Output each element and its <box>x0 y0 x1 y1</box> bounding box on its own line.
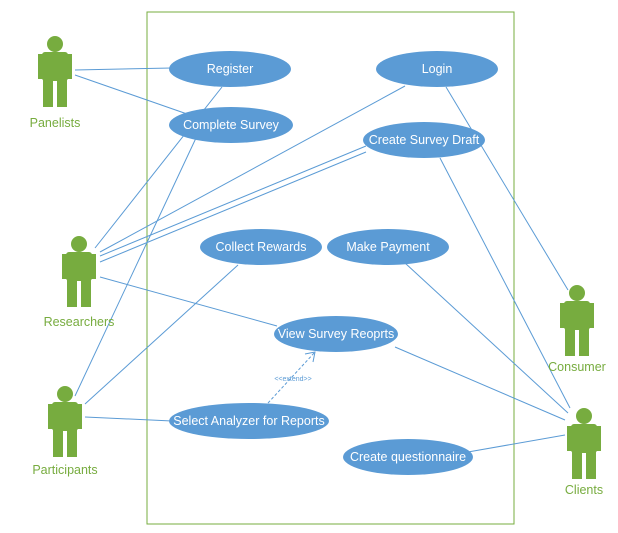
usecase-make-payment[interactable]: Make Payment <box>327 229 449 265</box>
associations <box>74 67 571 453</box>
assoc-researchers-view-reports <box>99 276 278 327</box>
assoc-consumer-login <box>445 86 569 291</box>
actor-clients[interactable]: Clients <box>565 408 603 497</box>
usecase-select-analyzer[interactable]: Select Analyzer for Reports <box>169 403 329 439</box>
usecase-create-questionnaire[interactable]: Create questionnaire <box>343 439 473 475</box>
clients-figure-icon <box>567 408 601 479</box>
usecase-view-survey-reports[interactable]: View Survey Reoprts <box>274 316 398 352</box>
assoc-clients-make-payment <box>404 262 569 414</box>
usecase-complete-survey[interactable]: Complete Survey <box>169 107 293 143</box>
actor-panelists[interactable]: Panelists <box>30 36 81 130</box>
usecase-create-survey-draft[interactable]: Create Survey Draft <box>363 122 485 158</box>
usecase-collect-rewards-label: Collect Rewards <box>215 240 306 254</box>
actor-participants[interactable]: Participants <box>32 386 98 477</box>
consumer-figure-icon <box>560 285 594 356</box>
use-cases: Register Login Complete Survey Create Su… <box>169 51 498 475</box>
extend-arrow-line <box>267 351 316 404</box>
assoc-clients-view-reports <box>394 346 566 421</box>
usecase-view-survey-reports-label: View Survey Reoprts <box>278 327 395 341</box>
usecase-login[interactable]: Login <box>376 51 498 87</box>
assoc-clients-create-questionnaire <box>467 434 566 453</box>
actor-researchers[interactable]: Researchers <box>44 236 115 329</box>
panelists-figure-icon <box>38 36 72 107</box>
consumer-label: Consumer <box>548 360 606 374</box>
assoc-clients-create-survey-draft <box>439 157 571 409</box>
participants-figure-icon <box>48 386 82 457</box>
panelists-label: Panelists <box>30 116 81 130</box>
usecase-make-payment-label: Make Payment <box>346 240 430 254</box>
participants-label: Participants <box>32 463 97 477</box>
assoc-researchers-create-survey-draft <box>99 145 367 257</box>
usecase-create-survey-draft-label: Create Survey Draft <box>369 133 480 147</box>
researchers-figure-icon <box>62 236 96 307</box>
system-boundary <box>146 11 515 525</box>
assoc-participants-complete-survey <box>74 137 197 397</box>
assoc-panelists-register <box>74 67 173 71</box>
usecase-select-analyzer-label: Select Analyzer for Reports <box>173 414 324 428</box>
assoc-researchers-login <box>99 85 406 253</box>
clients-label: Clients <box>565 483 603 497</box>
researchers-label: Researchers <box>44 315 115 329</box>
assoc-participants-select-analyzer <box>84 416 173 422</box>
usecase-create-questionnaire-label: Create questionnaire <box>350 450 466 464</box>
usecase-register[interactable]: Register <box>169 51 291 87</box>
usecase-complete-survey-label: Complete Survey <box>183 118 280 132</box>
assoc-participants-collect-rewards <box>84 264 239 405</box>
extend-relation: <<extend>> <box>267 351 316 404</box>
extend-label: <<extend>> <box>274 376 311 383</box>
actor-consumer[interactable]: Consumer <box>548 285 606 374</box>
usecase-register-label: Register <box>207 62 254 76</box>
usecase-login-label: Login <box>422 62 453 76</box>
extend-arrow-head <box>304 351 316 363</box>
usecase-collect-rewards[interactable]: Collect Rewards <box>200 229 322 265</box>
assoc-researchers-create-survey-draft-2 <box>99 151 367 263</box>
assoc-panelists-complete-survey <box>74 74 191 116</box>
